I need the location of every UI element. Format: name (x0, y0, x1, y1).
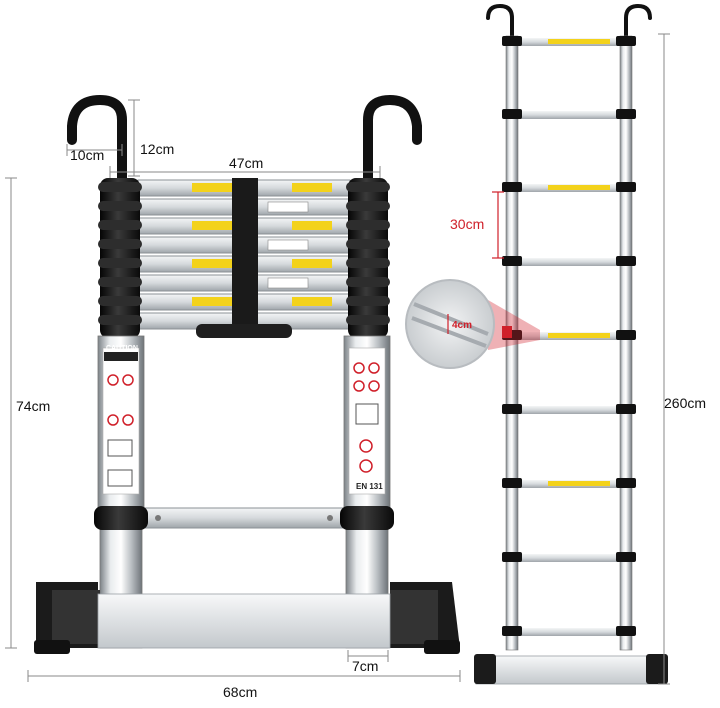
extended-height-label: 260cm (664, 395, 707, 411)
hook-height-label: 12cm (140, 141, 175, 157)
carry-strap (232, 178, 258, 328)
leg-width-label: 7cm (352, 658, 379, 674)
right-clamp-column (346, 178, 390, 338)
top-left-hook (486, 3, 514, 44)
folded-height-label: 74cm (16, 398, 51, 414)
caution-label: CAUTION (106, 345, 138, 352)
folded-ladder (34, 94, 460, 654)
extended-ladder (474, 3, 668, 685)
rung-depth-label: 4cm (452, 320, 473, 331)
standard-label: EN 131 (356, 482, 383, 491)
rung-spacing-label: 30cm (450, 216, 485, 232)
rung-zoom-callout (405, 279, 540, 369)
rung-spacing-marker (492, 191, 504, 259)
base-width-label: 68cm (223, 684, 258, 700)
hook-width-label: 10cm (70, 147, 105, 163)
carry-handle (196, 324, 292, 338)
dimension-lines-right (658, 33, 670, 685)
bottom-rung (94, 506, 394, 530)
dimension-lines-left (5, 99, 461, 682)
left-hook (67, 94, 127, 187)
extended-rungs (502, 36, 636, 636)
extended-base (474, 654, 668, 685)
folded-width-label: 47cm (229, 155, 264, 171)
right-leg (343, 335, 391, 649)
stabilizer-base (34, 582, 460, 654)
left-leg (97, 335, 145, 649)
left-clamp-column (98, 178, 142, 338)
top-right-hook (624, 3, 652, 44)
right-hook (363, 94, 422, 187)
